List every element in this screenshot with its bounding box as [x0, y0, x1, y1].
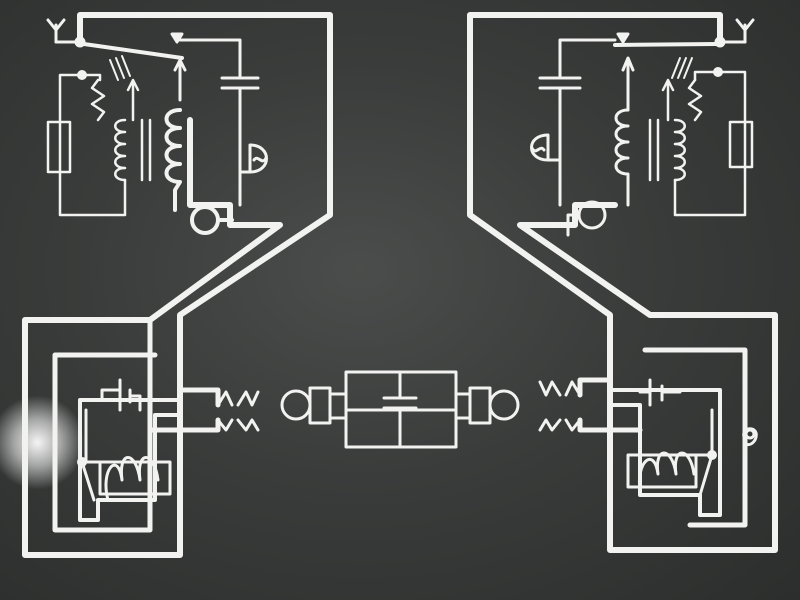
telephone-receiver-icon [190, 205, 234, 235]
left-thin-circuit [58, 73, 127, 217]
right-gap-wire-bottom [577, 417, 643, 433]
right-solenoid [626, 408, 717, 497]
right-battery [638, 378, 682, 407]
right-gap-wire-top [577, 377, 613, 398]
light-glare [0, 395, 85, 490]
center-connector [280, 370, 520, 449]
right-plug-head [488, 389, 520, 421]
right-arrow-up [621, 56, 635, 112]
right-junction-dot [713, 67, 723, 77]
right-main-outline [467, 12, 778, 553]
right-relay-coil [614, 108, 630, 207]
left-capacitor [220, 68, 260, 152]
telephone-receiver-icon [566, 200, 607, 237]
left-switch-arrow [170, 32, 184, 44]
left-station [22, 12, 333, 558]
left-zigzag-resistor [90, 78, 106, 122]
right-inner-box [642, 347, 748, 528]
left-arrow-coupling [126, 78, 140, 122]
left-relay-coil [164, 108, 182, 212]
left-rectifier [46, 120, 72, 174]
left-iron-core [140, 118, 152, 182]
right-capacitor [538, 68, 582, 142]
left-arrow-up [173, 58, 187, 102]
right-station [467, 12, 778, 553]
left-coupling-lines [109, 55, 131, 81]
left-switch-arm [178, 38, 242, 72]
right-switch-arrow [616, 32, 630, 44]
right-earphone [530, 133, 562, 162]
center-capacitor [382, 370, 418, 449]
right-coupling-coil [673, 118, 686, 182]
right-coupling-lines [671, 57, 693, 79]
bell-icon [742, 427, 758, 447]
left-coupling-coil [114, 118, 127, 182]
left-solenoid [77, 408, 172, 502]
left-plug [308, 386, 332, 425]
right-switch-lever [613, 42, 718, 47]
left-plug-head [280, 389, 312, 421]
right-iron-core [648, 118, 660, 182]
left-gap-wire-bottom [147, 417, 221, 433]
left-gap-wire-top [177, 387, 221, 408]
left-inner-loop [78, 398, 182, 522]
right-rectifier [728, 120, 754, 169]
left-switch-lever [82, 42, 184, 60]
left-battery [100, 378, 142, 412]
right-zigzag-resistor [687, 78, 703, 122]
right-arrow-coupling [661, 78, 675, 122]
left-spark-gap [216, 390, 260, 432]
left-earphone [238, 143, 268, 174]
right-plug [468, 386, 492, 425]
right-thin-circuit [673, 70, 747, 217]
right-inner-loop [608, 388, 722, 517]
antenna-icon [714, 18, 755, 48]
right-switch-arm [558, 38, 617, 72]
left-main-outline [22, 12, 333, 558]
left-junction-dot [77, 70, 87, 80]
right-spark-gap [538, 380, 582, 432]
